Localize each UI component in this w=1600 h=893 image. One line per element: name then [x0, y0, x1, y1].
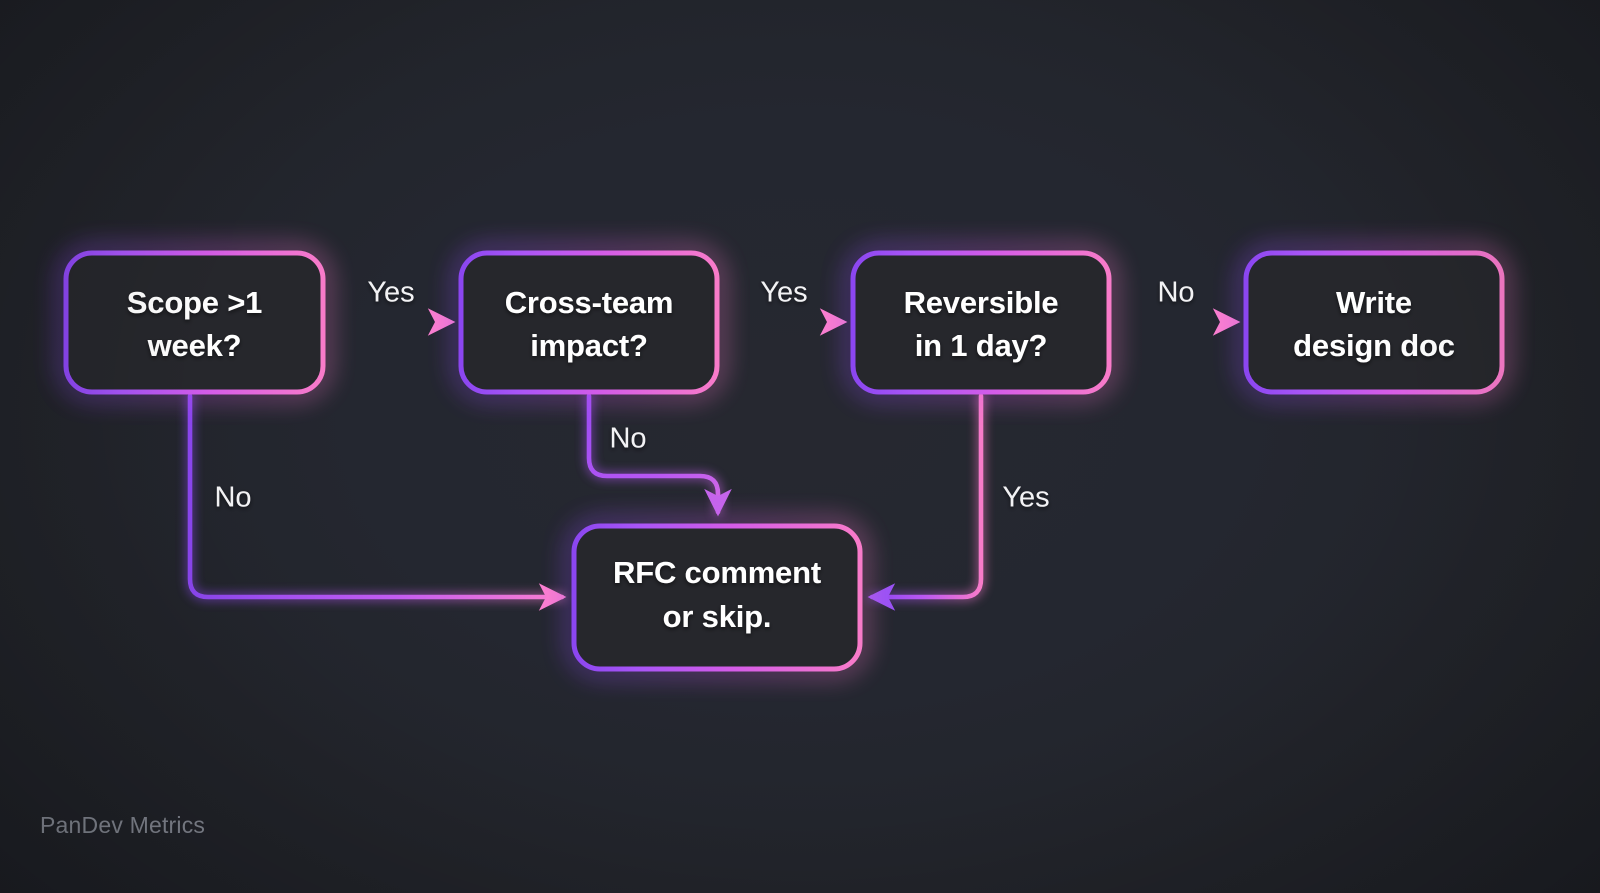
edge-label-reversible-no: No: [1157, 277, 1194, 309]
node-designdoc-shape[interactable]: [1243, 250, 1505, 395]
node-scope[interactable]: Scope >1 week?: [63, 250, 326, 395]
edge-label-scope-no: No: [214, 482, 251, 514]
node-rfc-shape[interactable]: [571, 523, 863, 672]
edge-glow-crossteam-no: [585, 392, 722, 516]
edge-label-crossteam-no: No: [609, 423, 646, 455]
edge-reversible-yes: [867, 393, 984, 611]
edge-crossteam-no: [586, 393, 732, 517]
edge-label-scope-yes: Yes: [367, 277, 414, 309]
node-reversible[interactable]: Reversible in 1 day?: [850, 250, 1112, 395]
node-reversible-shape[interactable]: [850, 250, 1112, 395]
node-reversible-line-1: Reversible: [904, 285, 1059, 320]
edge-scope-no: [187, 393, 567, 611]
edge-layer: [187, 308, 1241, 611]
node-rfc-line-1: RFC comment: [613, 555, 821, 590]
node-reversible-line-2: in 1 day?: [915, 328, 1048, 363]
node-rfc[interactable]: RFC comment or skip.: [571, 523, 863, 672]
node-designdoc-line-1: Write: [1336, 285, 1412, 320]
node-crossteam-shape[interactable]: [458, 250, 720, 395]
node-crossteam-line-1: Cross-team: [505, 285, 674, 320]
node-scope-shape[interactable]: [63, 250, 326, 395]
node-crossteam[interactable]: Cross-team impact?: [458, 250, 720, 395]
edge-label-crossteam-yes: Yes: [760, 277, 807, 309]
edge-label-layer: Yes Yes No No No Yes: [214, 277, 1194, 514]
node-layer: Scope >1 week? Cross-team impact? Revers…: [63, 250, 1505, 672]
node-crossteam-line-2: impact?: [530, 328, 647, 363]
edge-glow-reversible-yes: [868, 392, 985, 601]
node-designdoc[interactable]: Write design doc: [1243, 250, 1505, 395]
watermark-label: PanDev Metrics: [40, 812, 206, 838]
node-scope-line-2: week?: [147, 328, 242, 363]
node-designdoc-line-2: design doc: [1293, 328, 1455, 363]
node-scope-line-1: Scope >1: [127, 285, 262, 320]
edge-label-reversible-yes: Yes: [1002, 482, 1049, 514]
node-rfc-line-2: or skip.: [663, 599, 772, 634]
